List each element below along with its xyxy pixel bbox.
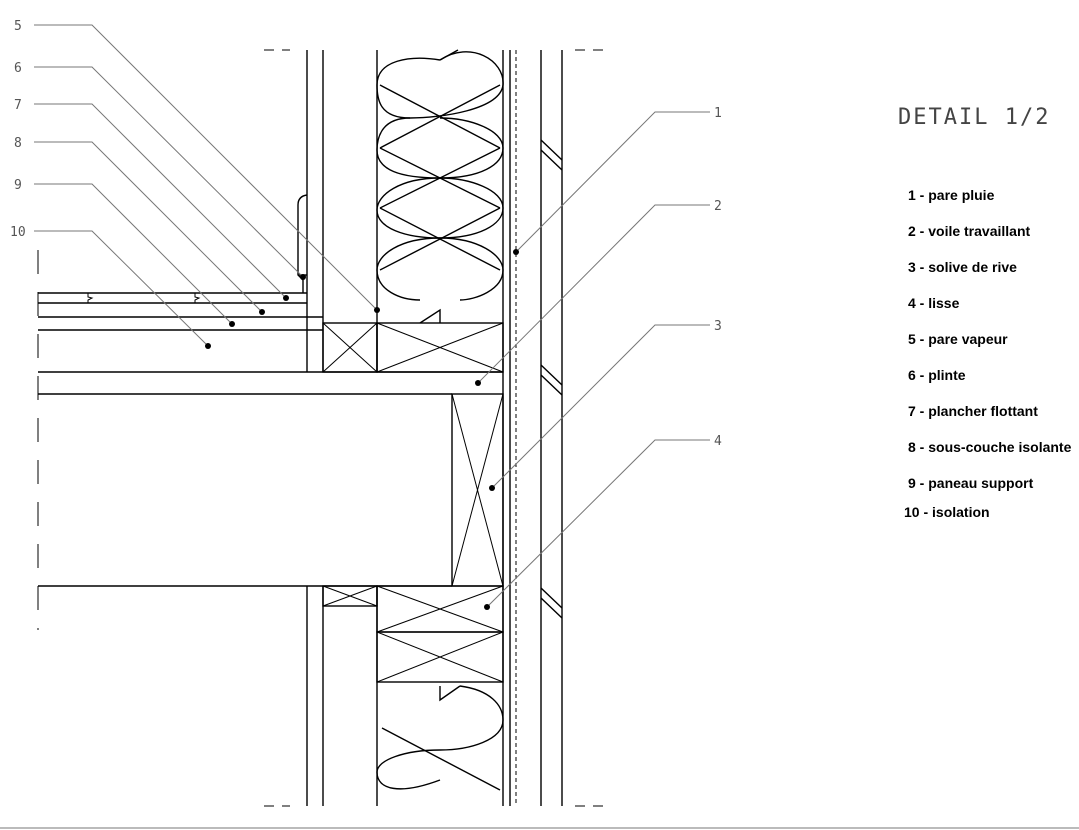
legend-item: 10 - isolation	[904, 504, 990, 520]
legend-item: 6 - plinte	[908, 367, 966, 383]
callout-3: 3	[714, 319, 722, 334]
callout-2: 2	[714, 199, 722, 214]
callout-5: 5	[14, 19, 22, 34]
interior-lining	[306, 50, 324, 806]
leader-lines	[34, 24, 710, 610]
rim-joist	[451, 393, 504, 587]
floor-assembly	[38, 292, 503, 587]
callout-8: 8	[14, 136, 22, 151]
legend-item: 9 - paneau support	[908, 475, 1034, 491]
callout-labels: 1 2 3 4 5 6 7 8 9 10	[10, 19, 722, 449]
legend-item: 4 - lisse	[908, 295, 960, 311]
callout-9: 9	[14, 178, 22, 193]
callout-10: 10	[10, 225, 26, 240]
legend: 1 - pare pluie 2 - voile travaillant 3 -…	[904, 187, 1072, 520]
callout-4: 4	[714, 434, 722, 449]
legend-item: 7 - plancher flottant	[908, 403, 1038, 419]
legend-item: 5 - pare vapeur	[908, 331, 1008, 347]
legend-item: 2 - voile travaillant	[908, 223, 1030, 239]
legend-item: 3 - solive de rive	[908, 259, 1017, 275]
legend-item: 8 - sous-couche isolante	[908, 439, 1072, 455]
legend-item: 1 - pare pluie	[908, 187, 995, 203]
callout-1: 1	[714, 106, 722, 121]
callout-6: 6	[14, 61, 22, 76]
detail-title: DETAIL 1/2	[898, 105, 1050, 130]
exterior-siding	[540, 50, 563, 806]
wall-insulation-lower	[376, 685, 504, 791]
wall-insulation-upper	[376, 49, 504, 324]
upper-sill-plates	[322, 322, 504, 373]
lower-sill-plates	[322, 585, 504, 683]
break-lines	[37, 49, 605, 807]
callout-7: 7	[14, 98, 22, 113]
